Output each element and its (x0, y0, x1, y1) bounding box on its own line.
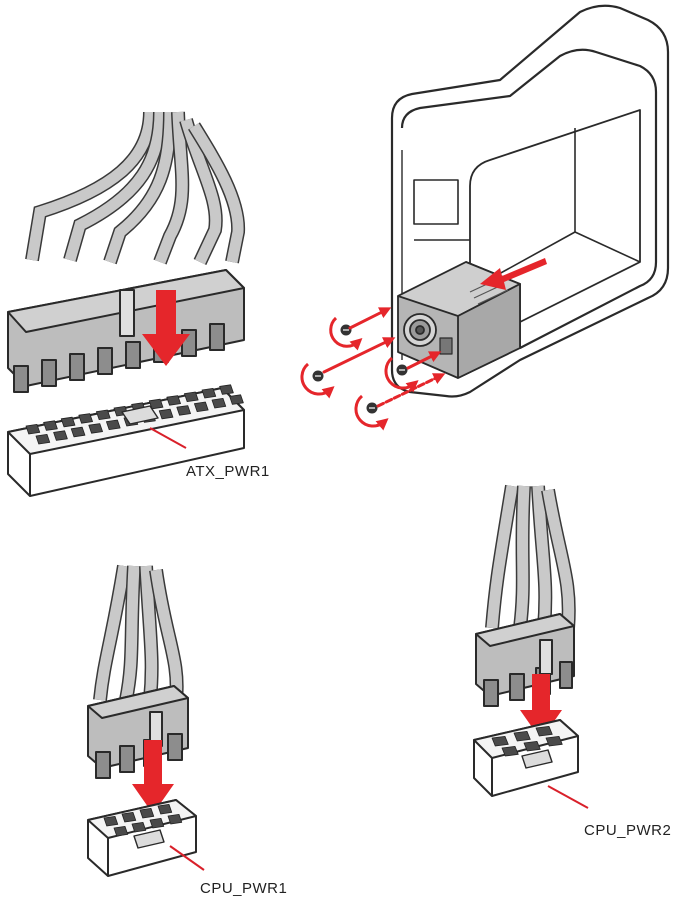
connector-pin (140, 808, 154, 818)
connector-pin (26, 424, 40, 434)
screw-icon (341, 325, 352, 336)
screw-icon (367, 403, 378, 414)
connector-pin (184, 392, 198, 402)
connector-pin (177, 406, 191, 416)
connector-pin (96, 410, 110, 420)
connector-pin (168, 814, 182, 824)
connector-pin (492, 736, 508, 746)
cpu1-header (88, 800, 196, 876)
connector-pin (54, 431, 68, 441)
cpu2-header (474, 720, 578, 796)
connector-pin (71, 427, 85, 437)
connector-pin (202, 388, 216, 398)
connector-pin (220, 385, 234, 395)
atx-plug (8, 270, 244, 392)
connector-pin (104, 816, 118, 826)
cpu2-leader-line (548, 786, 588, 808)
connector-pin (514, 731, 530, 741)
connector-pin (212, 398, 226, 408)
connector-pin (194, 402, 208, 412)
screw-icon (313, 371, 324, 382)
connector-pin (114, 826, 128, 836)
connector-pin (79, 414, 93, 424)
connector-pin (106, 420, 120, 430)
connector-pin (132, 822, 146, 832)
connector-pin (61, 417, 75, 427)
cpu2-cable (492, 486, 569, 628)
connector-pin (502, 746, 518, 756)
connector-pin (150, 818, 164, 828)
connector-pin (524, 741, 540, 751)
screw-icon (397, 365, 408, 376)
cpu2-label: CPU_PWR2 (584, 822, 671, 839)
cpu1-cable (100, 566, 177, 700)
atx-cable (32, 112, 238, 262)
connector-pin (546, 736, 562, 746)
cpu1-label: CPU_PWR1 (200, 880, 287, 897)
connector-pin (536, 726, 552, 736)
connector-pin (36, 434, 50, 444)
connector-pin (159, 409, 173, 419)
connector-pin (44, 421, 58, 431)
connector-pin (230, 395, 244, 405)
connector-pin (167, 396, 181, 406)
connector-pin (158, 804, 172, 814)
connector-pin (122, 812, 136, 822)
atx-label: ATX_PWR1 (186, 463, 270, 480)
connector-pin (89, 424, 103, 434)
